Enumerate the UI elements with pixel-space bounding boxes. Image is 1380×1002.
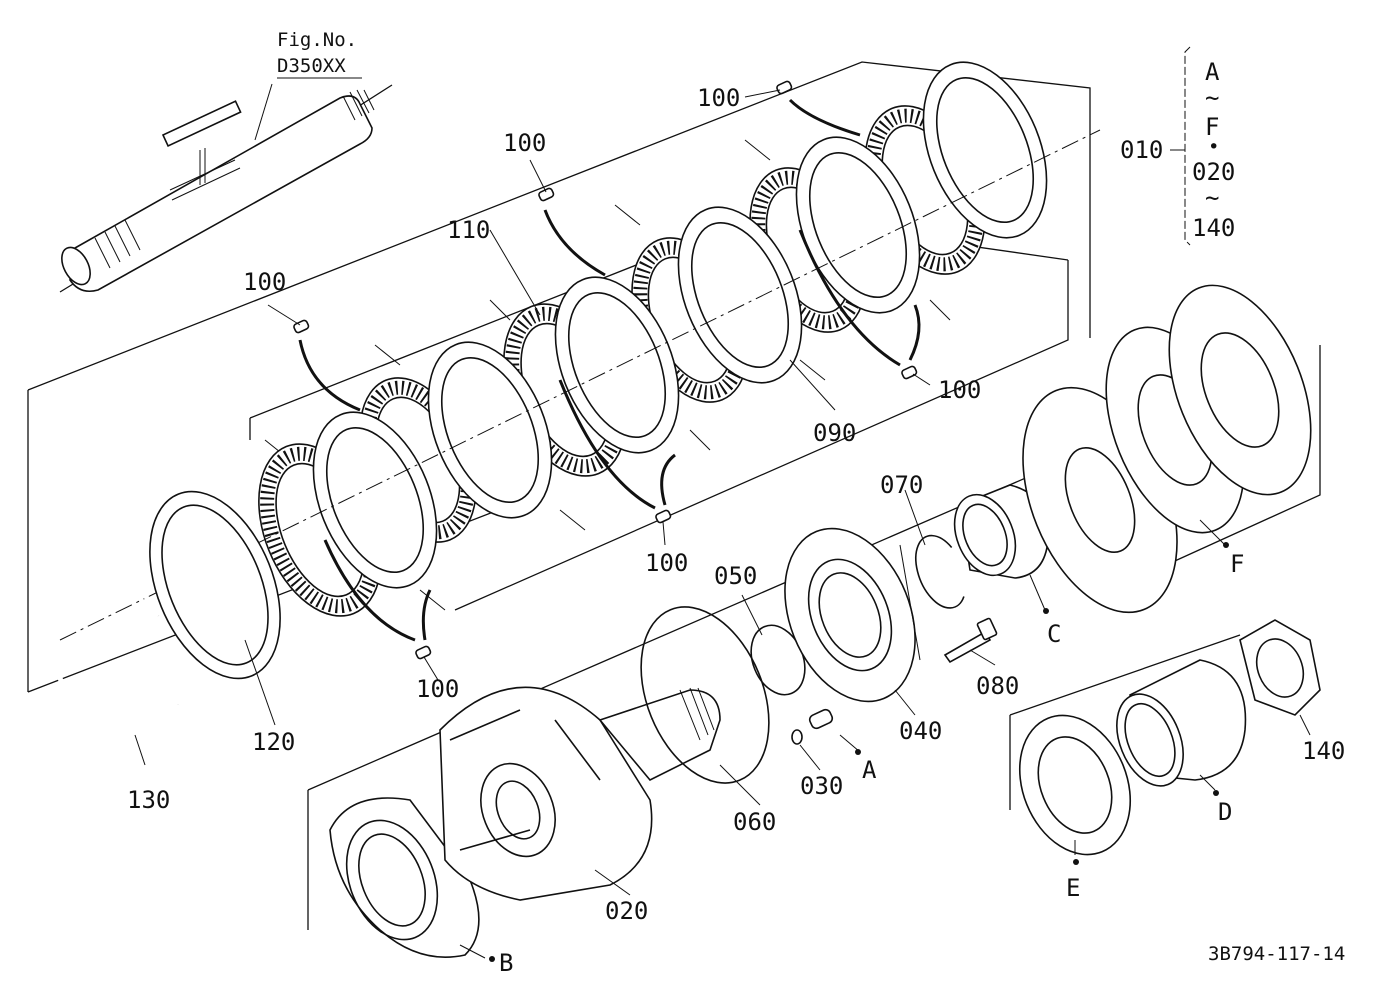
legend-bracket [1184, 46, 1191, 246]
callout-120: 120 [252, 728, 295, 756]
callout-060: 060 [733, 808, 776, 836]
nut-140 [1239, 619, 1321, 716]
drum-020 [439, 686, 721, 901]
callout-F: F [1230, 550, 1244, 578]
callout-100-c: 100 [243, 268, 286, 296]
leader-lines [134, 89, 1311, 962]
washer-E [1009, 634, 1241, 856]
callout-020: 020 [605, 897, 648, 925]
callout-B: B [499, 949, 513, 977]
callout-070: 070 [880, 471, 923, 499]
fig-no-code: D350XX [277, 55, 346, 77]
legend-line1: A [1205, 58, 1220, 86]
callout-100-b: 100 [503, 129, 546, 157]
callout-140: 140 [1302, 737, 1345, 765]
labels: Fig.No. D350XX 010 A ~ F • 020 ~ 140 100… [127, 29, 1345, 977]
gear-assembly-F [1022, 284, 1321, 614]
callout-080: 080 [976, 672, 1019, 700]
snap-ring-130 [45, 558, 181, 754]
end-plate-120 [149, 490, 281, 680]
callout-100-d: 100 [938, 376, 981, 404]
legend-assembly-no: 010 [1120, 136, 1163, 164]
callout-130: 130 [127, 786, 170, 814]
callout-A: A [862, 756, 877, 784]
drawing-id: 3B794-117-14 [1208, 943, 1345, 965]
pins-100 [293, 80, 921, 660]
callout-090: 090 [813, 419, 856, 447]
callout-050: 050 [714, 562, 757, 590]
housing-B [329, 797, 480, 958]
callout-E: E [1066, 874, 1080, 902]
callout-030: 030 [800, 772, 843, 800]
sleeve-C [953, 484, 1049, 579]
callout-110: 110 [447, 216, 490, 244]
callout-D: D [1218, 798, 1232, 826]
callout-040: 040 [899, 717, 942, 745]
shaft-drawing [59, 83, 393, 293]
bushing-D [1116, 659, 1247, 787]
fig-no-label: Fig.No. [277, 29, 357, 51]
callout-100-e: 100 [645, 549, 688, 577]
bushing-A [791, 708, 834, 745]
legend-tilde2: ~ [1205, 184, 1219, 212]
legend-dot: • [1208, 136, 1219, 158]
legend-line2: F [1205, 113, 1219, 141]
ring-060 [640, 606, 770, 784]
piston-040 [784, 527, 921, 703]
separator-plates [312, 61, 1048, 589]
callout-C: C [1047, 620, 1061, 648]
legend-line3: 020 [1192, 158, 1235, 186]
bolt-080 [943, 617, 998, 664]
callout-100-a: 100 [697, 84, 740, 112]
callout-100-f: 100 [416, 675, 459, 703]
snap-ring-070 [915, 534, 965, 609]
legend-line4: 140 [1192, 214, 1235, 242]
legend-tilde1: ~ [1205, 84, 1219, 112]
